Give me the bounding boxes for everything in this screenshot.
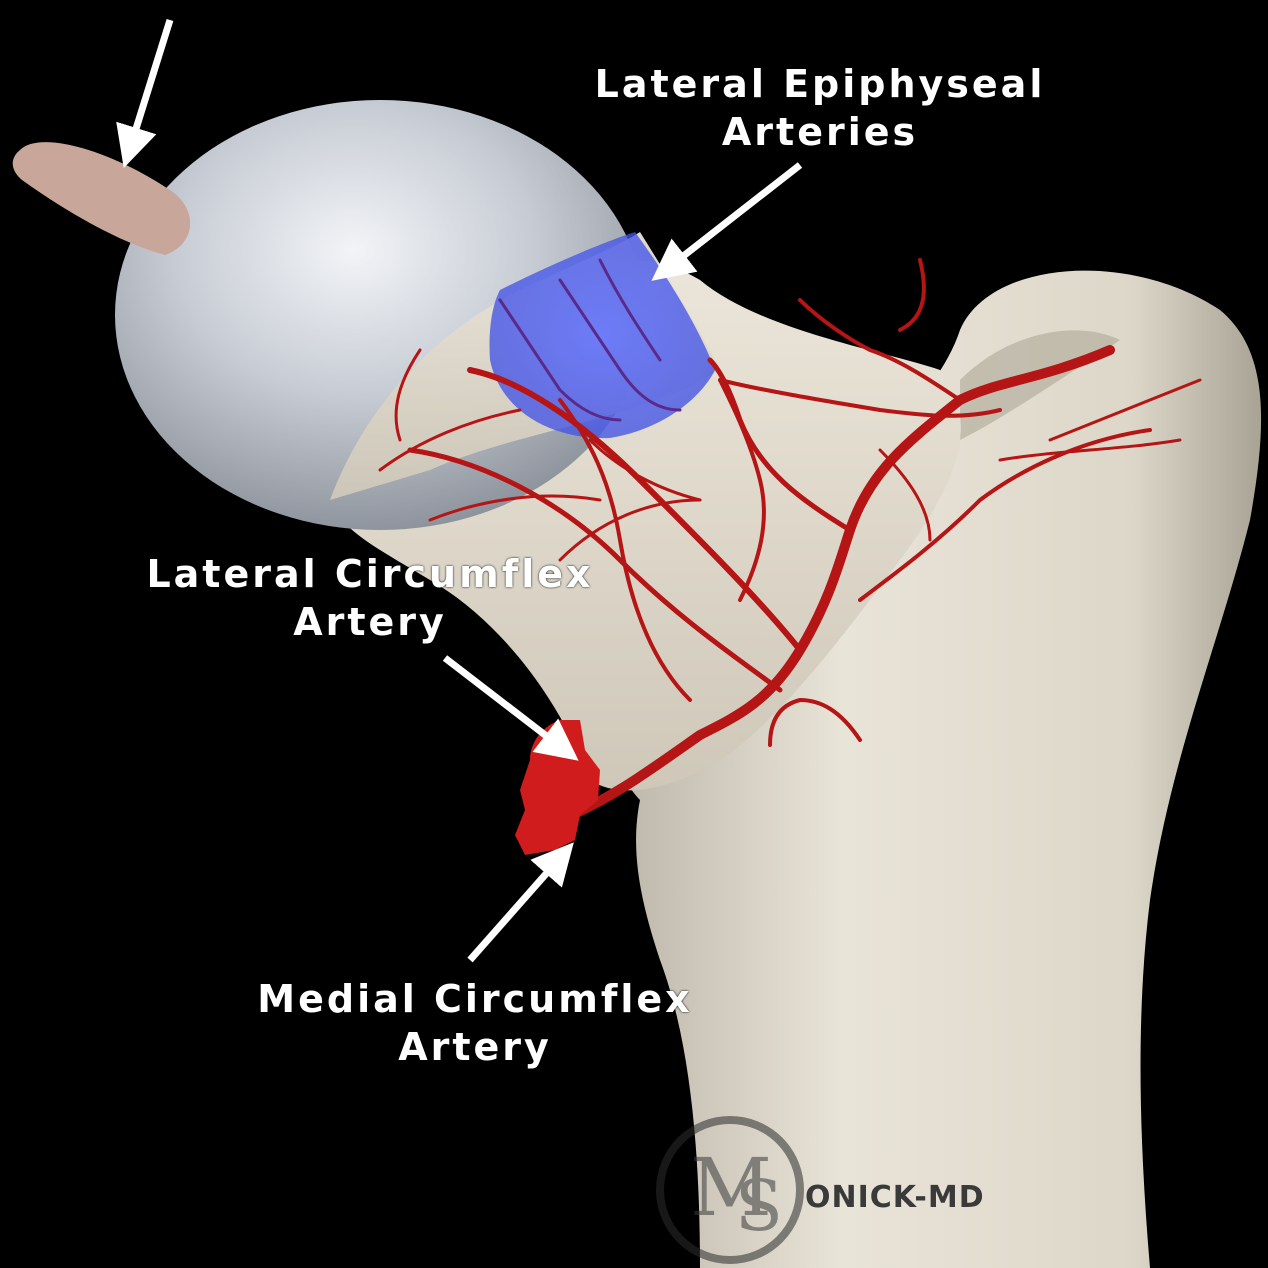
label-line: Artery: [245, 1023, 705, 1071]
arrow-lateral-epiphyseal: [668, 165, 800, 268]
svg-text:S: S: [735, 1165, 783, 1247]
label-line: Medial Circumflex: [245, 975, 705, 1023]
label-line: Lateral Epiphyseal: [580, 60, 1060, 108]
label-line: Artery: [130, 598, 610, 646]
label-lateral-circumflex-artery: Lateral Circumflex Artery: [130, 550, 610, 646]
label-line: Lateral Circumflex: [130, 550, 610, 598]
label-line: Arteries: [580, 108, 1060, 156]
arrow-ligament: [130, 20, 170, 148]
label-lateral-epiphyseal-arteries: Lateral Epiphyseal Arteries: [580, 60, 1060, 156]
label-medial-circumflex-artery: Medial Circumflex Artery: [245, 975, 705, 1071]
ligamentum-teres: [13, 142, 190, 255]
watermark-text: ONICK-MD: [805, 1180, 985, 1215]
arrow-medial-circumflex: [470, 858, 560, 960]
